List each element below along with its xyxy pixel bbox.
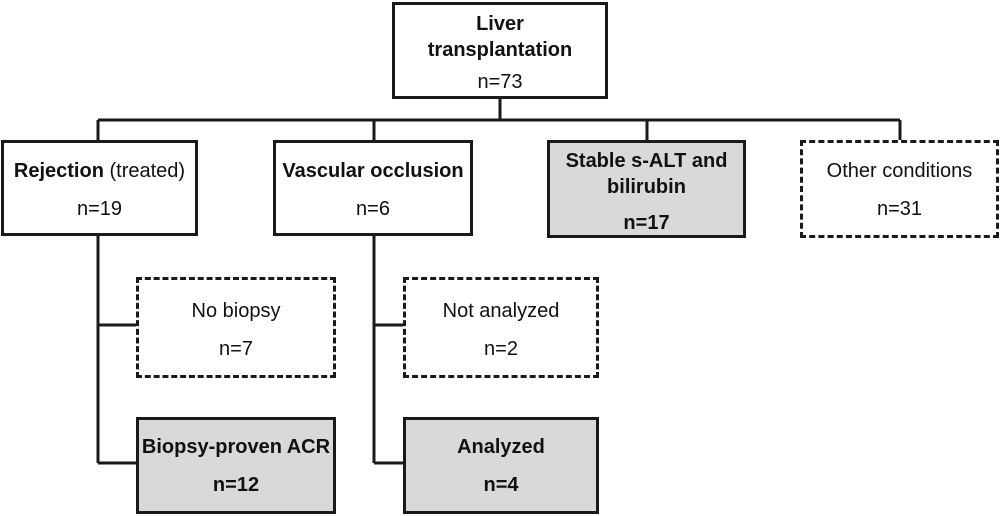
box-not-analyzed: Not analyzed n=2 — [403, 277, 599, 378]
box-biopsy-proven-acr: Biopsy-proven ACR n=12 — [136, 417, 336, 514]
rejection-count: n=19 — [76, 198, 123, 220]
other-count: n=31 — [876, 198, 923, 220]
analyzed-count: n=4 — [483, 474, 519, 496]
box-no-biopsy: No biopsy n=7 — [136, 277, 336, 378]
box-rejection: Rejection (treated) n=19 — [1, 140, 198, 236]
box-vascular-occlusion: Vascular occlusion n=6 — [273, 140, 473, 236]
vascular-count: n=6 — [356, 198, 390, 220]
box-other-conditions: Other conditions n=31 — [800, 140, 999, 238]
rejection-label-rest: (treated) — [103, 160, 186, 182]
box-stable-salt-bilirubin: Stable s-ALT and bilirubin n=17 — [547, 140, 746, 238]
analyzed-label: Analyzed — [457, 436, 545, 458]
stable-label-line2: bilirubin — [607, 176, 686, 198]
acr-count: n=12 — [212, 474, 260, 496]
root-title-line2: transplantation — [427, 39, 573, 61]
no-biopsy-count: n=7 — [219, 338, 253, 360]
rejection-label-bold: Rejection — [13, 160, 104, 182]
box-analyzed: Analyzed n=4 — [403, 417, 599, 514]
stable-label-line1: Stable s-ALT and — [565, 150, 728, 172]
root-title-line1: Liver — [476, 13, 524, 35]
other-label: Other conditions — [826, 160, 973, 182]
not-analyzed-label: Not analyzed — [442, 300, 560, 322]
not-analyzed-count: n=2 — [484, 338, 518, 360]
rejection-label: Rejection (treated) — [4, 158, 195, 184]
acr-label: Biopsy-proven ACR — [141, 436, 331, 458]
box-liver-transplantation: Liver transplantation n=73 — [392, 2, 608, 99]
stable-count: n=17 — [623, 212, 670, 234]
vascular-label: Vascular occlusion — [282, 160, 464, 182]
root-count: n=73 — [477, 71, 523, 93]
no-biopsy-label: No biopsy — [191, 300, 281, 322]
